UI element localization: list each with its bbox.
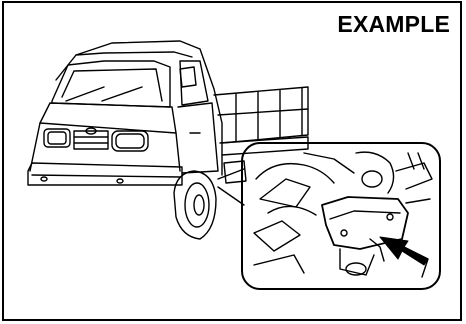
engine-detail-icon <box>242 143 440 289</box>
leader-line-bottom <box>218 187 244 205</box>
illustration <box>4 3 460 319</box>
arrow-icon <box>380 237 428 265</box>
figure-frame: EXAMPLE <box>2 1 462 321</box>
truck-icon <box>28 41 308 239</box>
